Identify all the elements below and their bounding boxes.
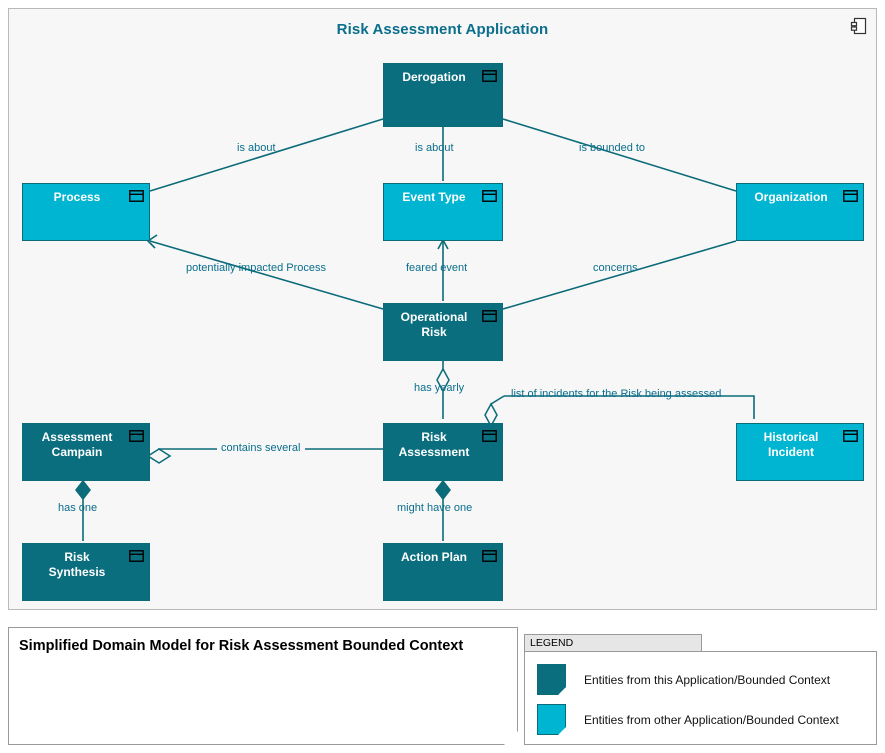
entity-historical-incident[interactable]: Historical Incident [736,423,864,481]
uml-class-icon [482,310,497,322]
entity-label: Action Plan [400,550,467,564]
edge-label-list-of-incidents: list of incidents for the Risk being ass… [511,388,722,400]
caption-text: Simplified Domain Model for Risk Assessm… [19,638,464,654]
edge-label-is-about-event-type: is about [415,142,454,154]
composition-diamond-has-one [75,479,91,501]
uml-class-icon [482,70,497,82]
legend-tab-label: LEGEND [524,634,702,651]
entity-label-line2: Synthesis [48,565,106,579]
entity-label: Derogation [402,70,466,84]
edge-label-might-have-one: might have one [397,502,473,514]
entity-label: Assessment [41,430,113,444]
aggregation-diamond-contains-several [146,448,172,464]
entity-label-line2: Risk [421,325,447,339]
entity-risk-assessment[interactable]: Risk Assessment [383,423,503,481]
edge-label-potentially-impacted-process: potentially impacted Process [186,262,327,274]
uml-class-icon [482,550,497,562]
edge-label-is-about-process: is about [237,142,276,154]
uml-class-icon [843,430,858,442]
uml-class-icon [129,430,144,442]
legend-panel: LEGEND Entities from this Application/Bo… [524,634,877,745]
entity-label: Process [53,190,101,204]
entity-assessment-campain[interactable]: Assessment Campain [22,423,150,481]
legend-swatch-light [537,704,566,735]
legend-item-other-application: Entities from other Application/Bounded … [537,704,839,735]
edge-operational-risk-organization [502,240,737,310]
uml-class-icon [482,190,497,202]
legend-label: Entities from other Application/Bounded … [584,712,839,727]
caption-panel: Simplified Domain Model for Risk Assessm… [8,627,518,745]
edge-derogation-process [149,118,384,192]
legend-body: Entities from this Application/Bounded C… [524,651,877,745]
edge-derogation-organization [502,118,737,192]
edge-label-feared-event: feared event [406,262,468,274]
uml-class-icon [843,190,858,202]
diagram-frame: Risk Assessment Application [8,8,877,610]
page-title: Risk Assessment Application [336,21,549,38]
composition-diamond-might-have-one [435,479,451,501]
entity-action-plan[interactable]: Action Plan [383,543,503,601]
legend-label: Entities from this Application/Bounded C… [584,672,831,687]
edge-label-concerns: concerns [593,262,638,274]
entity-risk-synthesis[interactable]: Risk Synthesis [22,543,150,601]
entity-label: Risk [64,550,90,564]
entity-label-line2: Incident [767,445,814,459]
uml-class-icon [129,550,144,562]
entity-organization[interactable]: Organization [736,183,864,241]
entity-label: Organization [754,190,828,204]
uml-class-icon [482,430,497,442]
edge-label-has-yearly: has yearly [414,382,465,394]
entity-event-type[interactable]: Event Type [383,183,503,241]
entity-label: Operational [400,310,468,324]
entity-derogation[interactable]: Derogation [383,63,503,127]
edge-label-contains-several: contains several [217,442,305,454]
arrowhead-event-type [437,238,449,250]
entity-label: Historical [763,430,819,444]
uml-class-icon [129,190,144,202]
edge-label-is-bounded-to: is bounded to [579,142,646,154]
entity-label-line2: Campain [51,445,103,459]
uml-package-icon[interactable] [850,16,870,36]
entity-label-line2: Assessment [398,445,470,459]
entity-label: Event Type [402,190,466,204]
entity-operational-risk[interactable]: Operational Risk [383,303,503,361]
entity-label: Risk [421,430,447,444]
edge-operational-risk-process [149,240,384,310]
edge-label-has-one: has one [58,502,98,514]
legend-swatch-dark [537,664,566,695]
legend-item-this-application: Entities from this Application/Bounded C… [537,664,830,695]
edge-ra-hist-stub [490,395,505,405]
entity-process[interactable]: Process [22,183,150,241]
